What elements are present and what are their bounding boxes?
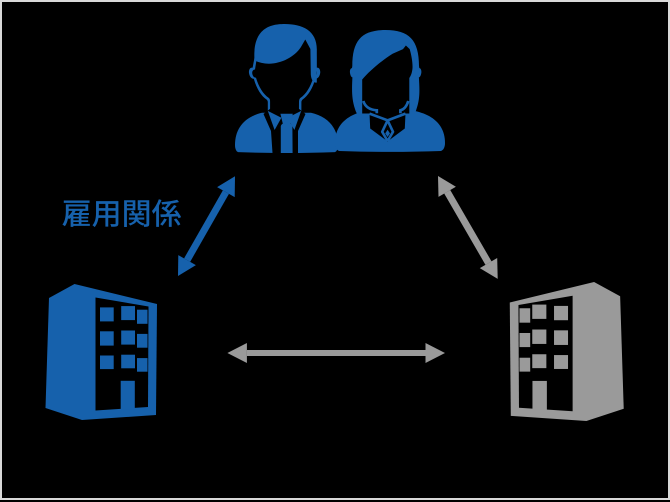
businesswoman-jaw-right xyxy=(399,100,410,114)
employment-arrow[interactable] xyxy=(178,176,235,276)
employment-label-glyph xyxy=(124,200,150,227)
building-window xyxy=(554,355,569,369)
assignment-arrow-head-top xyxy=(438,176,456,197)
building-window xyxy=(137,309,148,324)
building-window xyxy=(532,304,547,319)
building-window xyxy=(121,354,135,369)
businessman-tie xyxy=(280,113,293,153)
building-windows xyxy=(100,306,148,410)
employer-building-icon[interactable] xyxy=(44,284,158,421)
businessman-lapel-left xyxy=(267,110,282,130)
employment-label-glyphs xyxy=(62,199,182,228)
contract-arrow[interactable] xyxy=(227,343,445,363)
businesswoman-face-cutout xyxy=(362,45,413,114)
building-door xyxy=(120,380,135,410)
building-window xyxy=(532,329,547,344)
building-window xyxy=(137,333,148,348)
businesswoman-collar-cutout xyxy=(369,113,406,142)
businesswoman-jaw-left xyxy=(362,100,379,114)
employment-label-glyph xyxy=(62,200,90,227)
building-window xyxy=(554,305,569,321)
businessman-hair xyxy=(254,24,317,83)
building-window xyxy=(100,355,114,370)
businessman-icon[interactable] xyxy=(234,24,340,153)
contract-arrow-head-right xyxy=(425,343,445,363)
building-window xyxy=(519,332,531,348)
building-window xyxy=(554,330,569,345)
employer-building-shapes xyxy=(45,284,157,420)
employment-arrow-shaft xyxy=(184,190,229,262)
building-window xyxy=(519,308,531,323)
building-door xyxy=(532,380,547,411)
building-window xyxy=(532,354,547,369)
building-window xyxy=(121,306,135,321)
assignment-arrow-shaft xyxy=(444,190,492,265)
building-window xyxy=(519,357,531,372)
businesswoman-collar-band-left xyxy=(369,112,395,142)
building-window xyxy=(137,358,148,372)
building-facade-panel xyxy=(518,295,573,412)
building-window xyxy=(100,307,114,322)
businesswoman-shapes xyxy=(335,30,445,152)
employment-arrow-head-bottom xyxy=(178,255,196,276)
employment-arrow-head-top xyxy=(217,176,235,198)
assignment-arrow-head-bottom xyxy=(479,258,498,279)
client-building-icon[interactable] xyxy=(505,282,629,422)
employment-label-glyph xyxy=(151,199,182,227)
building-windows xyxy=(519,304,569,411)
building-window xyxy=(100,331,114,346)
businessman-lapel-right xyxy=(287,110,302,130)
building-window xyxy=(121,330,135,345)
building-facade-panel xyxy=(95,297,149,411)
contract-arrow-head-left xyxy=(227,343,247,363)
businesswoman-collar-band-right xyxy=(380,112,406,142)
businesswoman-icon[interactable] xyxy=(335,24,445,153)
businessman-shapes xyxy=(235,24,338,153)
employment-label-glyph xyxy=(92,201,119,228)
businesswoman-pendant xyxy=(385,129,390,137)
client-building-shapes xyxy=(509,282,624,421)
assignment-arrow[interactable] xyxy=(438,176,498,279)
